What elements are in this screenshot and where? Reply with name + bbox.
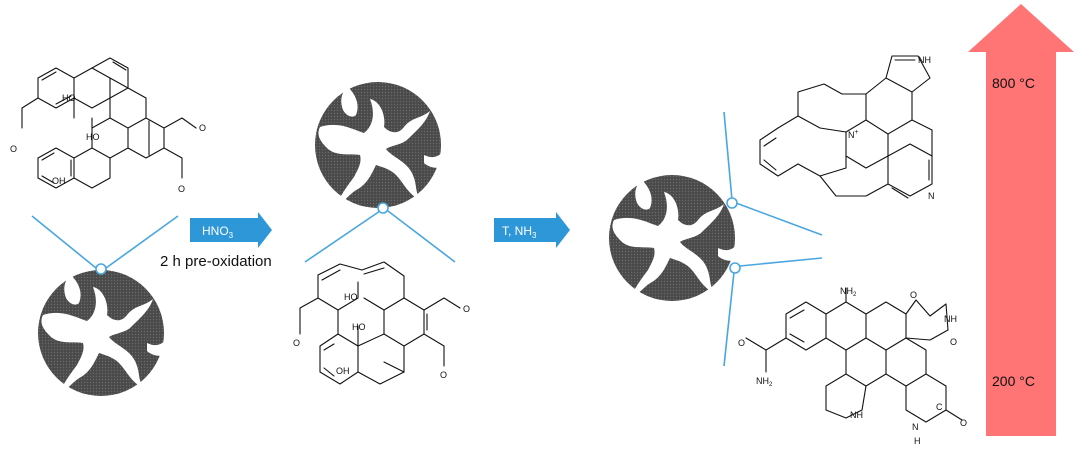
temperature-arrow: 800 °C 200 °C: [968, 4, 1074, 436]
particle-3: [609, 111, 823, 367]
o-label-6: O: [440, 370, 447, 380]
o-label-10: O: [960, 418, 967, 428]
oh-label-2: OH: [336, 366, 350, 376]
low-temp-structure: NH2 O NH2 O NH O NH C O N H: [738, 286, 967, 446]
hno3-subscript: 3: [229, 231, 234, 240]
ho-label-1: HO: [62, 93, 76, 103]
hno3-step-arrow: HNO3: [190, 212, 272, 248]
o-label-9: O: [950, 337, 957, 347]
oh-label-1: OH: [52, 176, 66, 186]
ho-label-2: HO: [86, 132, 100, 142]
high-temp-structure: NH N+ N: [759, 55, 935, 201]
t-nh3-label: T, NH: [502, 224, 532, 238]
h-label: H: [914, 436, 921, 446]
nh2-label-2: NH2: [756, 376, 773, 388]
oxidized-molecule: HO HO OH O O O: [293, 261, 470, 385]
o-label-7: O: [738, 338, 745, 348]
n-label-2: N: [912, 422, 919, 432]
particle-2: [304, 82, 456, 263]
nh-label-2: NH: [944, 314, 957, 324]
particle-1: [31, 215, 179, 396]
ammonia-step-arrow: T, NH3: [494, 212, 570, 248]
nh-label-3: NH: [850, 410, 863, 420]
nh3-subscript: 3: [532, 231, 537, 240]
svg-text:HNO3: HNO3: [202, 224, 234, 240]
hno3-label: HNO: [202, 224, 229, 238]
o-label-3: O: [178, 184, 185, 194]
o-label-5: O: [463, 304, 470, 314]
pre-oxidation-label: 2 h pre-oxidation: [160, 253, 272, 270]
n-plus-label: N+: [848, 129, 859, 140]
n-label-1: N: [928, 191, 935, 201]
temp-800-label: 800 °C: [992, 75, 1035, 91]
o-label-4: O: [293, 338, 300, 348]
ho-label-4: HO: [352, 322, 366, 332]
temp-200-label: 200 °C: [992, 373, 1035, 389]
o-label-1: O: [10, 144, 17, 154]
nh-label-1: NH: [918, 55, 931, 65]
svg-text:T, NH3: T, NH3: [502, 224, 537, 240]
o-label-2: O: [199, 123, 206, 133]
c-label: C: [936, 402, 943, 412]
ho-label-3: HO: [344, 292, 358, 302]
nh2-label-1: NH2: [840, 286, 857, 298]
o-label-8: O: [910, 290, 917, 300]
precursor-molecule: HO HO OH O O O: [10, 57, 206, 194]
